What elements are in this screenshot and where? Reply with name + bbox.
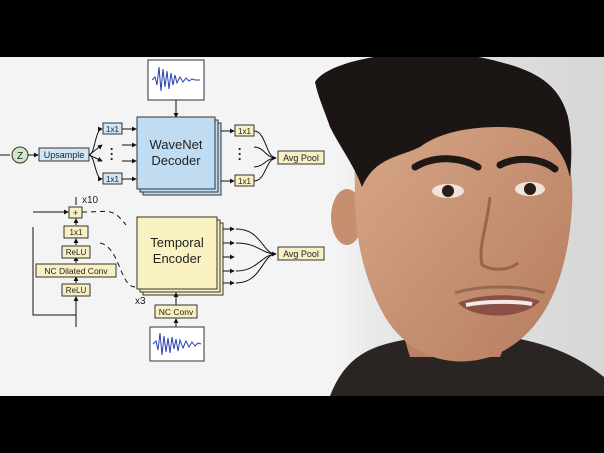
decoder-dots: • • • bbox=[107, 148, 116, 161]
repeat-x10: x10 bbox=[82, 195, 99, 206]
residual-1x1: 1x1 bbox=[63, 225, 89, 239]
svg-text:1x1: 1x1 bbox=[238, 127, 251, 136]
nc-conv-block: NC Conv bbox=[154, 304, 198, 319]
presenter-photo bbox=[315, 57, 604, 396]
residual-plus: + bbox=[68, 206, 83, 219]
svg-text:+: + bbox=[73, 208, 78, 218]
svg-text:NC Conv: NC Conv bbox=[159, 307, 194, 317]
svg-text:ReLU: ReLU bbox=[66, 286, 87, 295]
decoder-out-dots: • • • bbox=[235, 148, 244, 161]
decoder-title-line2: Decoder bbox=[151, 153, 201, 168]
svg-text:Avg Pool: Avg Pool bbox=[283, 249, 319, 259]
repeat-x3: x3 bbox=[135, 296, 146, 307]
residual-relu-bottom: ReLU bbox=[61, 283, 91, 297]
decoder-title-line1: WaveNet bbox=[150, 137, 203, 152]
svg-text:1x1: 1x1 bbox=[238, 177, 251, 186]
network-diagram: Z Upsample 1x1 • • • 1x1 bbox=[0, 59, 325, 362]
svg-text:Avg Pool: Avg Pool bbox=[283, 153, 319, 163]
z-input: Z bbox=[0, 146, 39, 164]
svg-text:NC Dilated Conv: NC Dilated Conv bbox=[44, 266, 108, 276]
residual-nc-dilated-conv: NC Dilated Conv bbox=[35, 263, 117, 278]
encoder-title-line2: Encoder bbox=[153, 251, 202, 266]
svg-text:ReLU: ReLU bbox=[66, 248, 87, 257]
wavenet-decoder-block: WaveNet Decoder bbox=[136, 116, 222, 196]
output-waveform bbox=[147, 59, 205, 101]
decoder-avg-pool: Avg Pool bbox=[277, 150, 325, 165]
z-label: Z bbox=[17, 151, 23, 162]
input-waveform bbox=[149, 326, 205, 362]
svg-text:1x1: 1x1 bbox=[106, 125, 119, 134]
svg-text:1x1: 1x1 bbox=[106, 175, 119, 184]
temporal-encoder-block: Temporal Encoder bbox=[136, 216, 224, 296]
upsample-label: Upsample bbox=[44, 150, 85, 160]
video-frame: Z Upsample 1x1 • • • 1x1 bbox=[0, 57, 604, 396]
svg-text:1x1: 1x1 bbox=[70, 228, 83, 237]
encoder-avg-pool: Avg Pool bbox=[277, 246, 325, 261]
encoder-title-line1: Temporal bbox=[150, 235, 204, 250]
residual-relu-top: ReLU bbox=[61, 245, 91, 259]
